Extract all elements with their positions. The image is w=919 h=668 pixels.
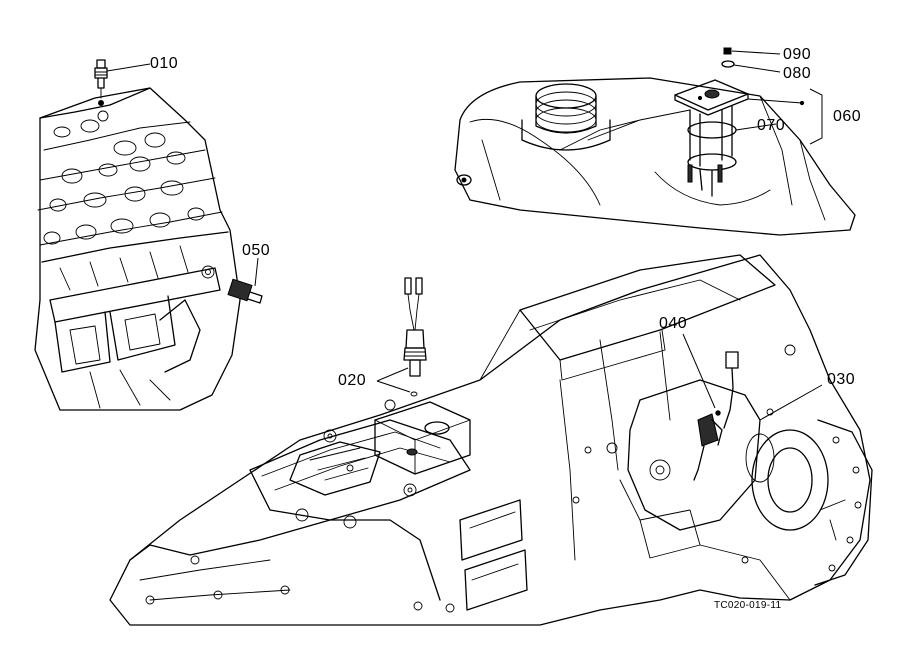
callout-050: 050 bbox=[242, 242, 271, 259]
figure-code: TC020-019-11 bbox=[714, 600, 782, 611]
part-010-sender bbox=[94, 59, 151, 106]
callout-060: 060 bbox=[833, 108, 862, 125]
callout-010: 010 bbox=[150, 55, 179, 72]
engine-block-drawing bbox=[34, 87, 241, 411]
part-050-switch bbox=[227, 257, 263, 304]
callout-090: 090 bbox=[783, 46, 812, 63]
part-040-connector bbox=[682, 333, 739, 481]
part-030-leader bbox=[759, 384, 823, 421]
part-020-sensor bbox=[376, 277, 427, 397]
part-060-gauge-unit bbox=[674, 47, 823, 197]
transmission-case-drawing bbox=[109, 254, 873, 626]
fuel-tank-drawing bbox=[454, 77, 856, 236]
callout-070: 070 bbox=[757, 117, 786, 134]
callout-080: 080 bbox=[783, 65, 812, 82]
callout-030: 030 bbox=[827, 371, 856, 388]
callout-020: 020 bbox=[338, 372, 367, 389]
callout-040: 040 bbox=[659, 315, 688, 332]
